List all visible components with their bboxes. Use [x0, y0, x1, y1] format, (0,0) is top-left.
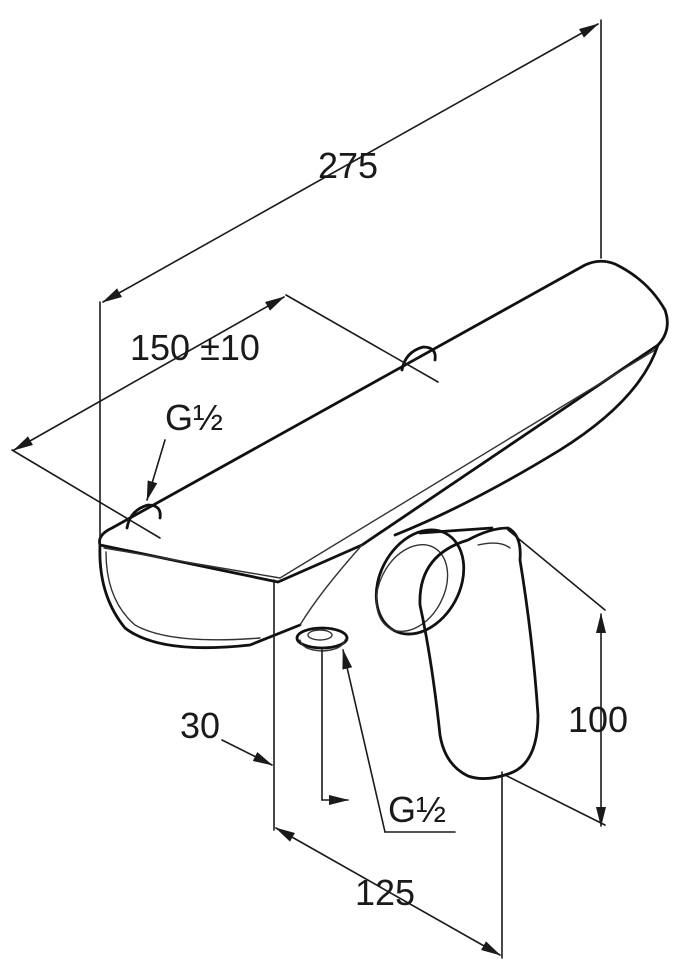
label-30: 30: [180, 705, 220, 746]
label-top-g-half: G½: [165, 397, 223, 438]
label-100: 100: [568, 699, 628, 740]
top-left-inlet: [125, 503, 162, 530]
dim-outlet-offset: 30: [180, 579, 349, 831]
mixer-body: [98, 259, 669, 650]
dim-projection: 125: [275, 771, 503, 959]
dim-top-thread: G½: [146, 397, 223, 501]
lever-handle: [418, 526, 540, 780]
label-125: 125: [355, 872, 415, 913]
dim-bottom-thread: G½: [342, 649, 456, 833]
dim-lever-height: 100: [504, 529, 628, 827]
label-275: 275: [318, 145, 378, 186]
bottom-outlet: [295, 626, 349, 652]
handle-base: [374, 526, 494, 636]
dim-inlet-spacing: 150 ±10: [11, 294, 439, 539]
label-bottom-g-half: G½: [388, 789, 446, 830]
dim-overall-length: 275: [99, 19, 602, 546]
top-middle-inlet: [400, 345, 437, 372]
label-150: 150 ±10: [130, 327, 260, 368]
